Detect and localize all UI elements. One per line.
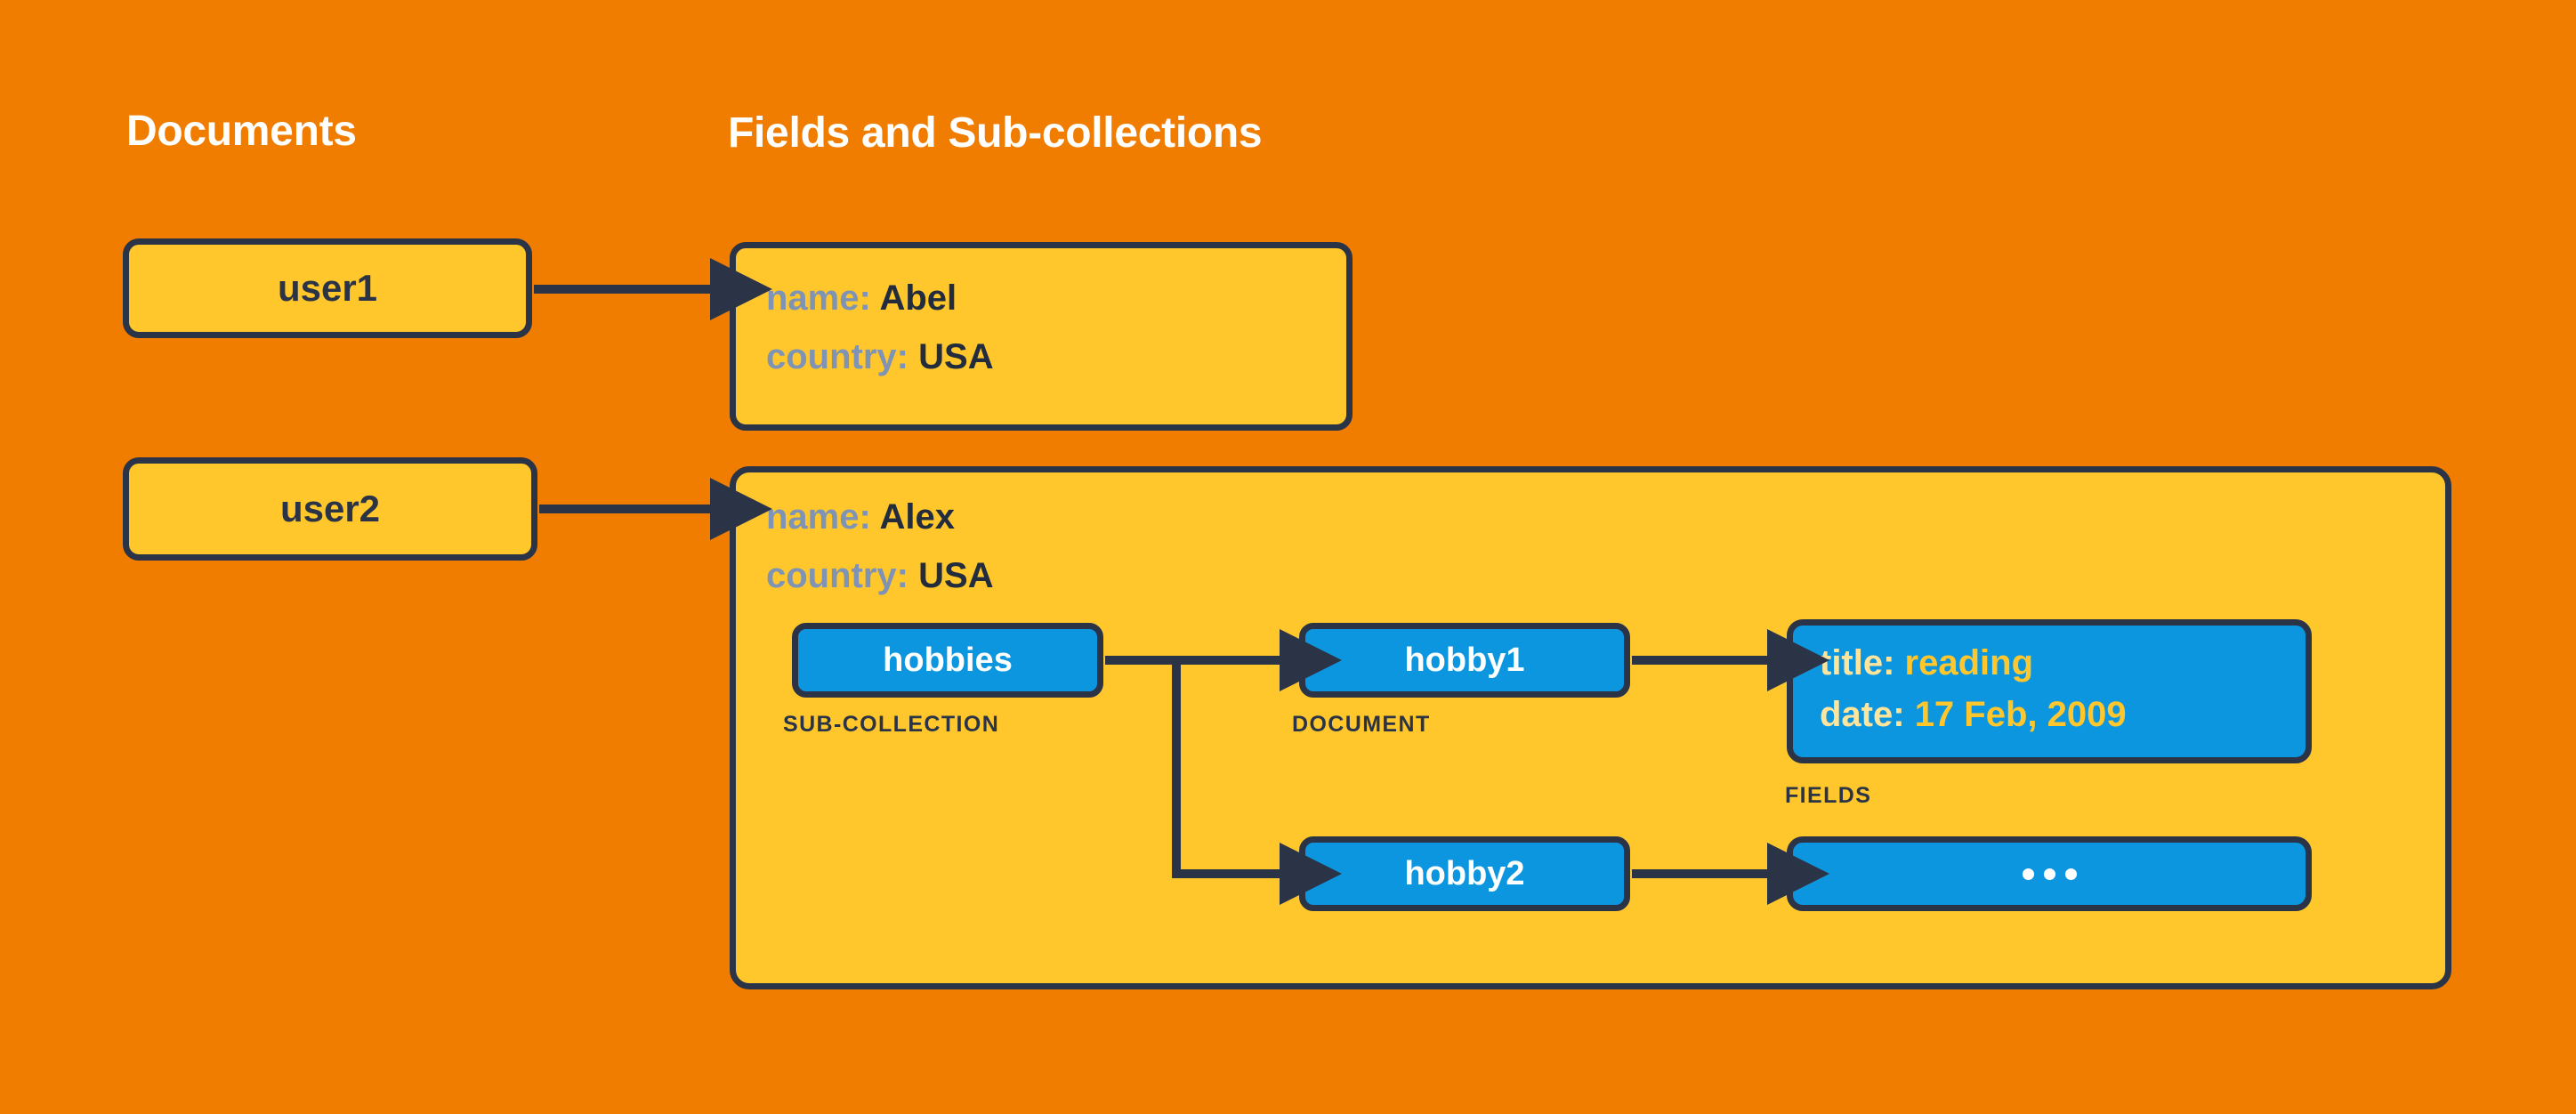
document-node-user1[interactable]: user1 (123, 238, 532, 338)
document-node-hobby2[interactable]: hobby2 (1299, 836, 1630, 911)
column-header-documents: Documents (126, 108, 357, 155)
field-key-title: title: (1820, 643, 1905, 682)
field-row-date: date: 17 Feb, 2009 (1820, 697, 2279, 732)
field-key-country: country: (766, 337, 919, 376)
field-value-name: Alex (879, 497, 955, 537)
fields-panel-user1: name: Abel country: USA (730, 242, 1353, 431)
document-node-hobby2-label: hobby2 (1404, 854, 1525, 892)
field-key-name: name: (766, 278, 880, 318)
field-row-name: name: Alex (766, 499, 2415, 535)
field-value-date: 17 Feb, 2009 (1914, 695, 2127, 734)
field-value-country: USA (918, 556, 994, 595)
fields-panel-hobby2 (1787, 836, 2312, 911)
caption-document: DOCUMENT (1292, 712, 1431, 737)
field-row-title: title: reading (1820, 645, 2279, 681)
fields-panel-hobby1: title: reading date: 17 Feb, 2009 (1787, 619, 2312, 763)
document-node-user2-label: user2 (279, 488, 381, 529)
subcollection-node-hobbies[interactable]: hobbies (792, 623, 1103, 698)
field-value-title: reading (1904, 643, 2034, 682)
caption-fields: FIELDS (1785, 783, 1872, 808)
column-header-fields-and-subcollections: Fields and Sub-collections (728, 109, 1263, 157)
caption-sub-collection: SUB-COLLECTION (783, 712, 1000, 737)
field-value-name: Abel (879, 278, 957, 318)
field-key-date: date: (1820, 695, 1915, 734)
document-node-user1-label: user1 (277, 267, 378, 309)
field-row-country: country: USA (766, 558, 2415, 593)
document-node-hobby1[interactable]: hobby1 (1299, 623, 1630, 698)
subcollection-node-hobbies-label: hobbies (883, 641, 1013, 679)
field-key-name: name: (766, 497, 880, 537)
ellipsis-icon (2022, 868, 2077, 880)
field-row-country: country: USA (766, 339, 1316, 375)
document-node-user2[interactable]: user2 (123, 457, 537, 561)
document-node-hobby1-label: hobby1 (1404, 641, 1525, 679)
field-value-country: USA (918, 337, 994, 376)
field-row-name: name: Abel (766, 280, 1316, 316)
field-key-country: country: (766, 556, 919, 595)
